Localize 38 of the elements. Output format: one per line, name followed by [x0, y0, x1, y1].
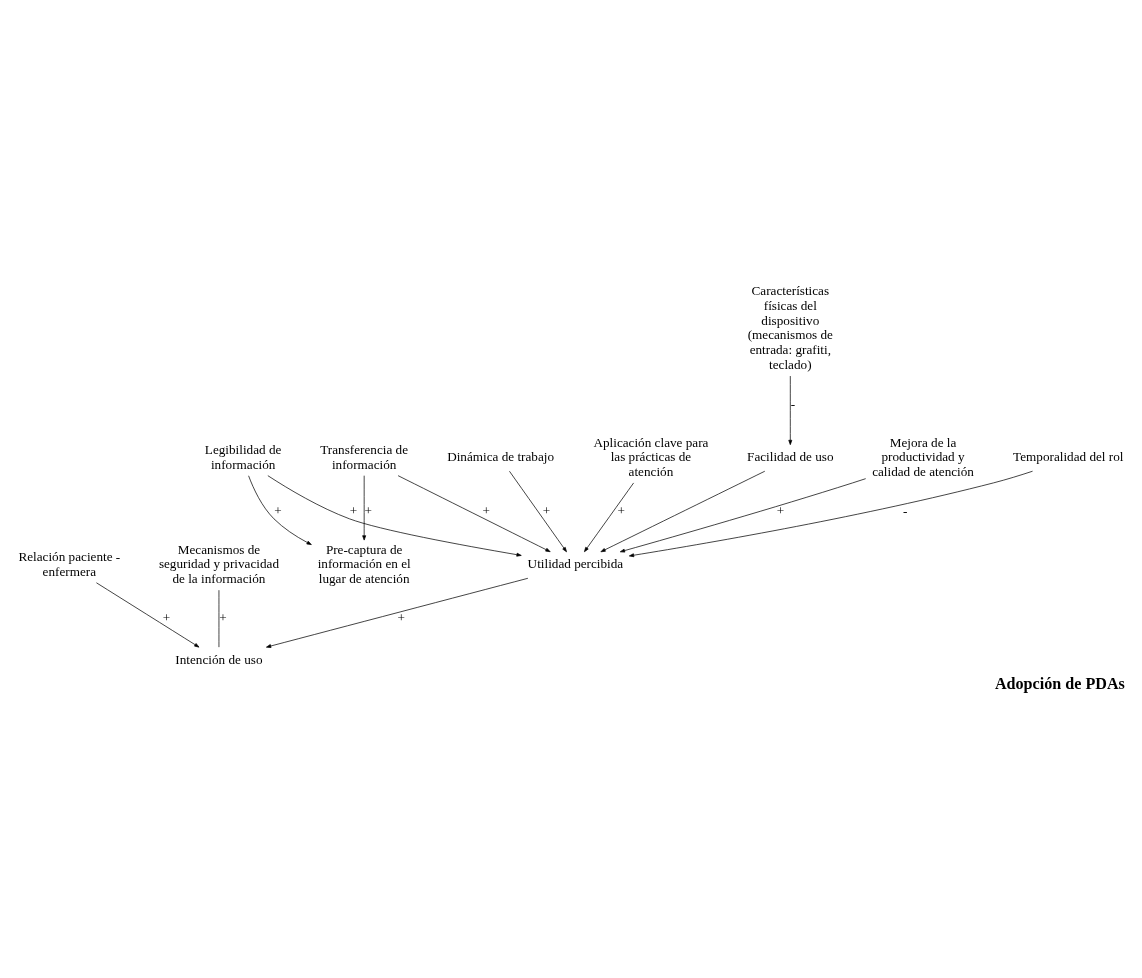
node-text: Dinámica de trabajo: [447, 448, 555, 464]
node-text: Mecanismos de seguridad y privacidad de la información: [158, 541, 280, 586]
edge-label: +: [617, 502, 625, 518]
node-text: Relación paciente - enfermera: [18, 548, 121, 579]
edge-label: +: [482, 502, 491, 518]
arrow: [628, 470, 1033, 557]
edge-label: +: [542, 502, 551, 518]
edge-label: +: [397, 609, 405, 625]
arrow: [788, 375, 793, 445]
edge-label: +: [364, 502, 372, 518]
edge-label: +: [776, 502, 785, 518]
arrow: [248, 474, 312, 545]
node-text: Pre-captura de información en el lugar de atención: [317, 541, 411, 586]
edge-label: +: [349, 502, 358, 518]
arrow: [619, 477, 867, 552]
edge-label: -: [790, 395, 796, 411]
node-text: Transferencia de información: [320, 441, 409, 472]
node-text: Legibilidad de información: [204, 441, 282, 472]
node-text: Mejora de la productividad y calidad de atención: [872, 434, 974, 479]
arrow: [362, 474, 367, 540]
arrow: [509, 470, 567, 552]
diagram-title: Adopción de PDAs: [994, 674, 1125, 692]
arrow: [266, 577, 529, 648]
node-text: Aplicación clave para las prácticas de atención: [593, 434, 709, 479]
arrow: [600, 470, 766, 552]
node-text: Utilidad percibida: [527, 555, 624, 571]
edge-label: +: [274, 502, 282, 518]
node-text: Características físicas del dispositivo (mecanismos de entrada: grafiti, teclado): [747, 282, 833, 372]
arrow: [397, 474, 551, 552]
node-text: Intención de uso: [175, 651, 263, 667]
edge-label: +: [219, 609, 227, 625]
arrow: [96, 581, 200, 647]
node-text: Temporalidad del rol: [1013, 448, 1124, 464]
arrow: [584, 482, 634, 552]
node-text: Facilidad de uso: [747, 448, 834, 464]
edge-label: +: [162, 609, 171, 625]
arrow: [267, 474, 522, 557]
edge-label: -: [902, 502, 908, 518]
